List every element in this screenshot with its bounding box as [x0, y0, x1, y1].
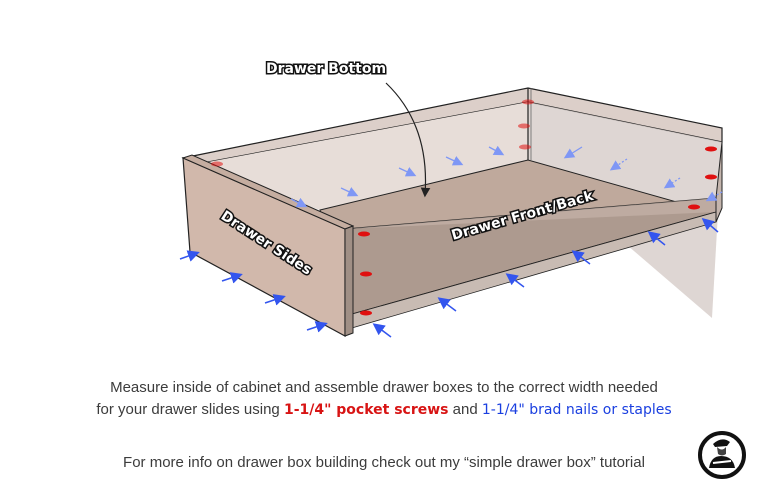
caption-line-3: For more info on drawer box building che… — [123, 454, 645, 471]
drawer-bottom-label: Drawer Bottom — [266, 61, 386, 77]
pocket-screws-note: 1-1/4" pocket screws — [283, 402, 449, 418]
brad-nail-arrows — [179, 218, 719, 338]
caption-line-2: for your drawer slides using 1-1/4" pock… — [0, 399, 768, 421]
pocket-screws — [211, 99, 717, 316]
side-panel — [181, 154, 355, 338]
brad-nail-arrows-hidden — [290, 145, 723, 208]
caption-line-2-mid: and — [448, 401, 482, 418]
bottom-pointer-arrow — [385, 82, 431, 198]
caption-line-2-prefix: for your drawer slides using — [96, 401, 284, 418]
caption-line-1: Measure inside of cabinet and assemble d… — [110, 379, 658, 396]
woodworker-logo-icon — [698, 431, 746, 479]
brad-nails-note: 1-1/4" brad nails or staples — [481, 402, 672, 418]
drawer-box-diagram: Drawer Bottom Drawer Sides Drawer Front/… — [179, 60, 723, 338]
